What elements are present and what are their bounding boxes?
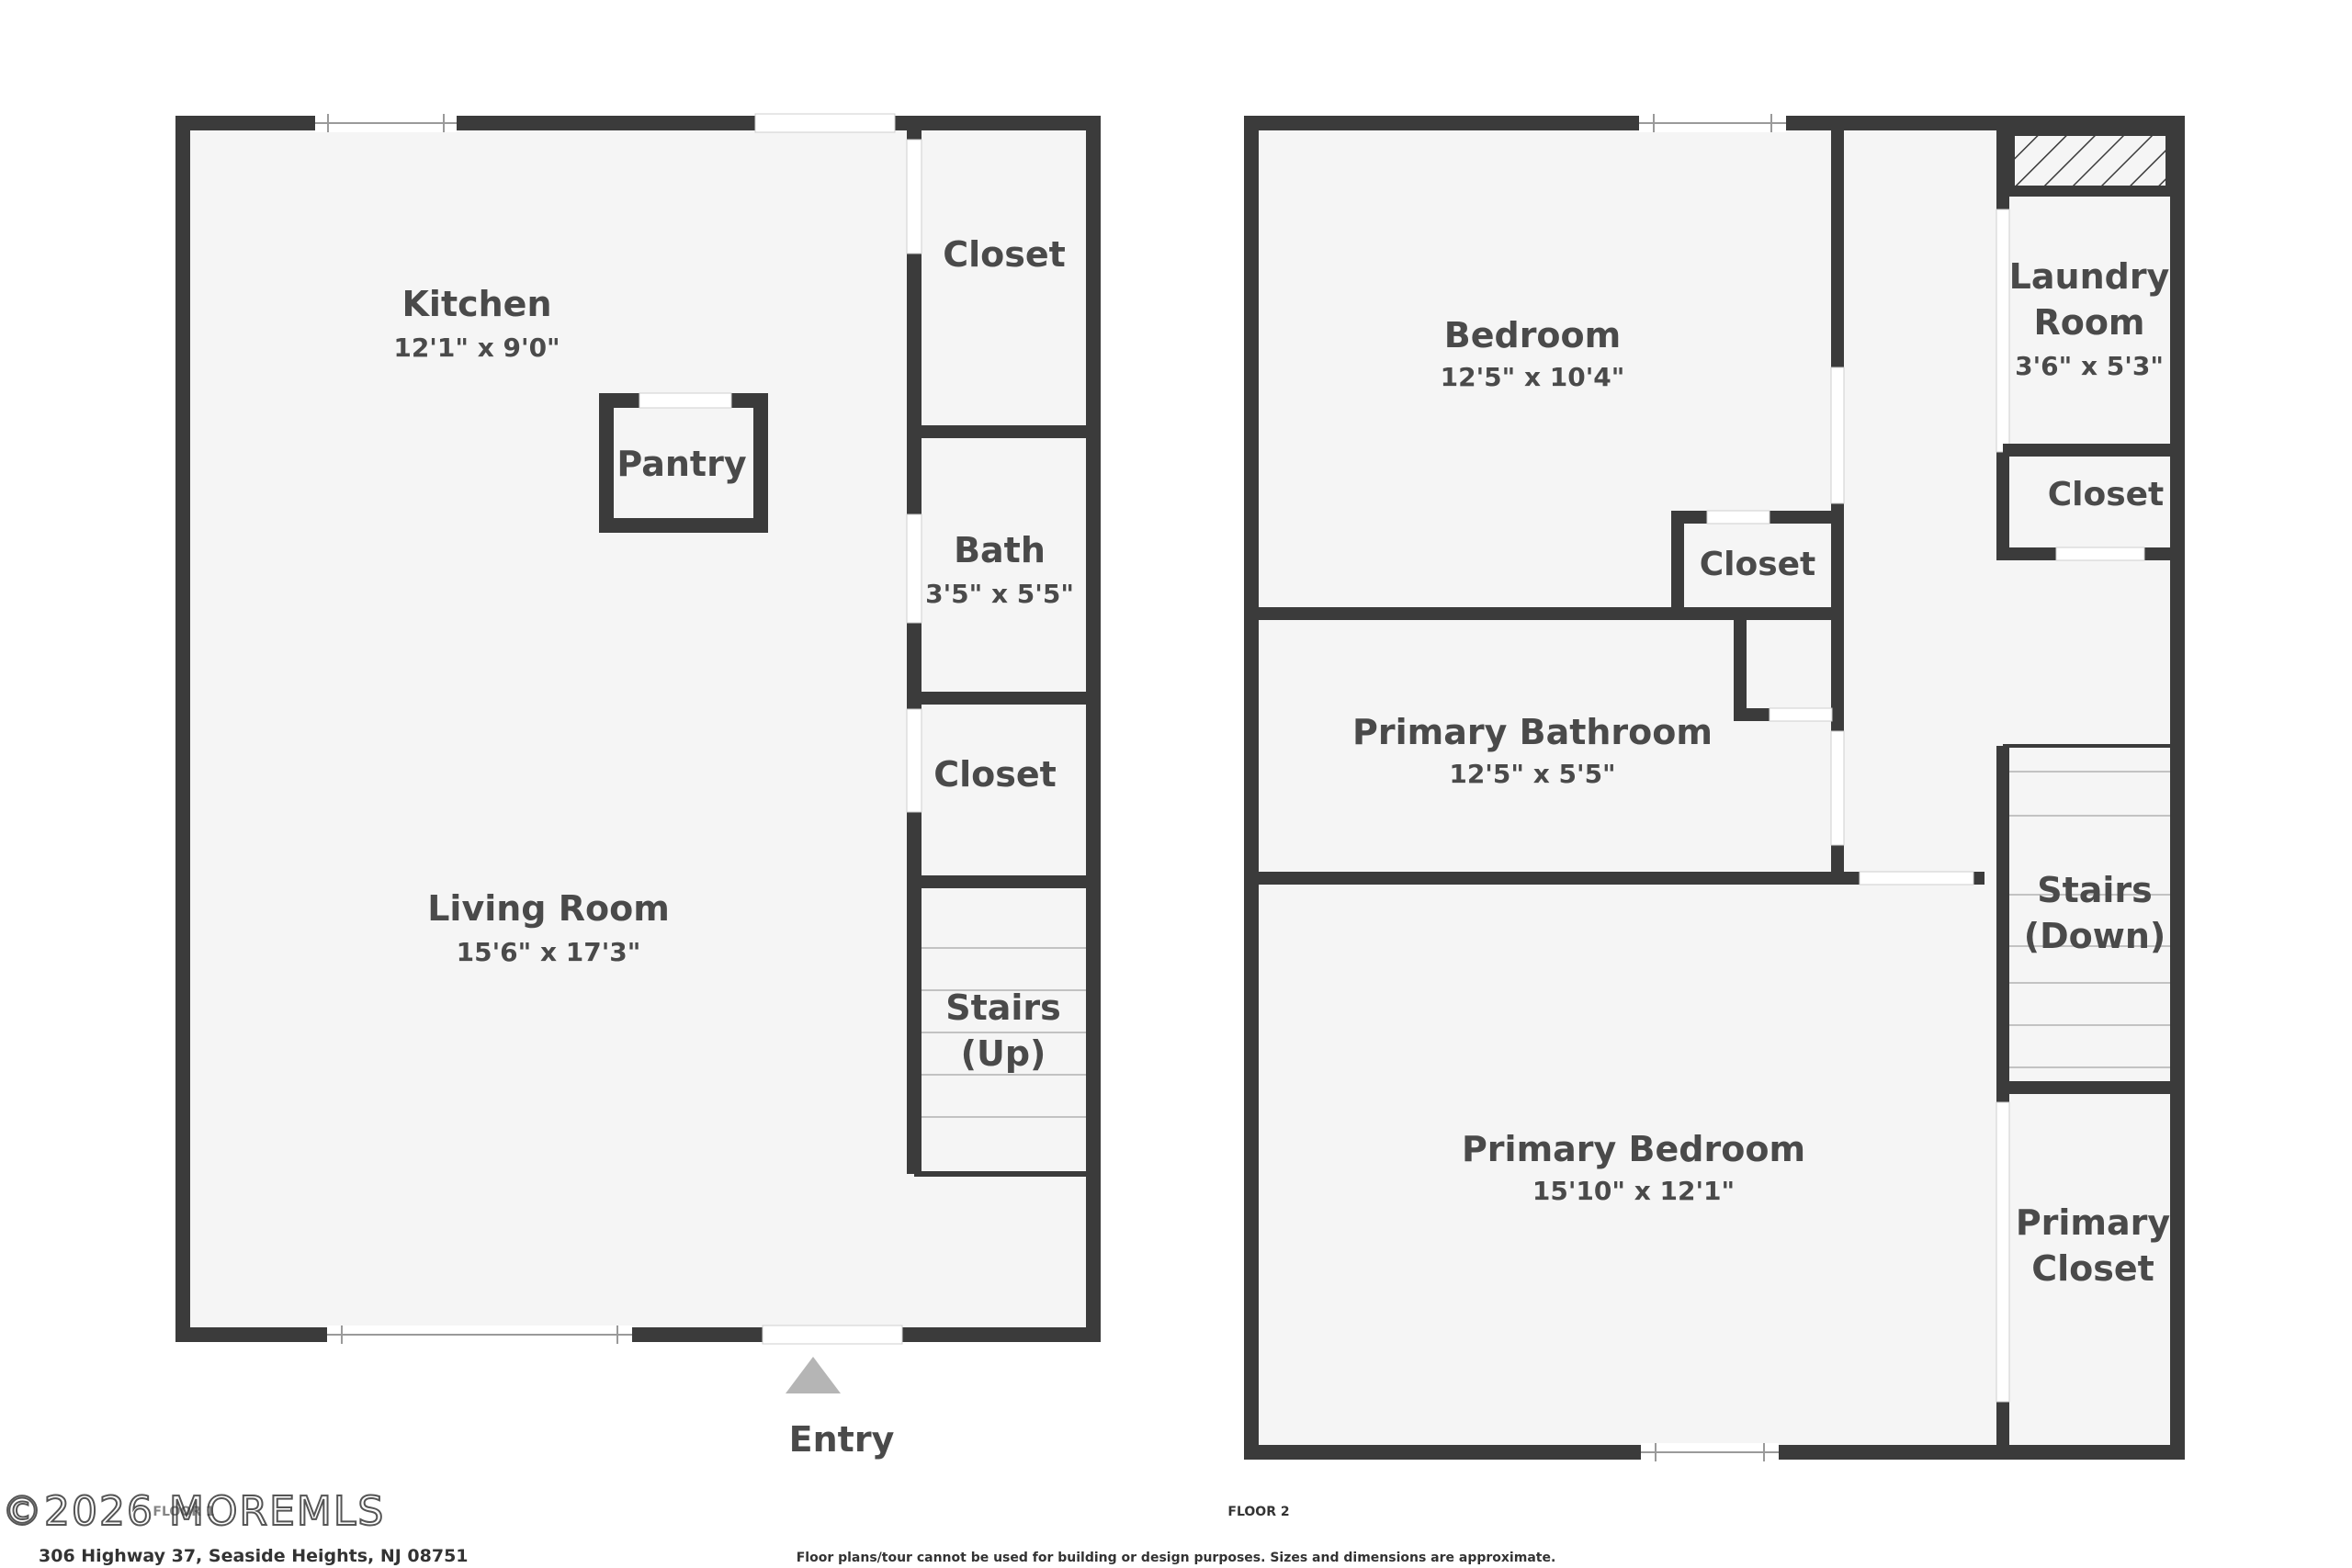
floor1-label: FLOOR 1 (153, 1505, 214, 1519)
bedroom-closet-label: Closet (1700, 546, 1816, 583)
laundry-label-1: Laundry (2009, 256, 2170, 297)
stairs-up (914, 889, 1086, 1177)
kitchen-label: Kitchen (401, 284, 551, 324)
floor-2: Bedroom 12'5" x 10'4" Closet Laundry Roo… (1227, 114, 2185, 1519)
bath-nook (1734, 607, 1844, 722)
closet-mid-label: Closet (933, 754, 1057, 795)
floor1-outer-wall (175, 116, 1101, 1342)
stairs-up-sub: (Up) (961, 1033, 1046, 1074)
bedroom-dim: 12'5" x 10'4" (1441, 362, 1625, 392)
pantry-box (599, 392, 768, 533)
floor2-label: FLOOR 2 (1227, 1505, 1289, 1519)
floor1-top-window (315, 114, 457, 132)
pantry-label: Pantry (616, 444, 746, 484)
bath-label: Bath (954, 530, 1046, 570)
watermark: ©2026 MOREMLS (2, 1488, 385, 1535)
primary-bedroom-dim: 15'10" x 12'1" (1532, 1176, 1735, 1206)
stairs-down-sub: (Down) (2024, 916, 2166, 956)
floor1-bottom-window (327, 1325, 632, 1344)
laundry-label-2: Room (2033, 302, 2144, 343)
hatched-chute (2004, 125, 2177, 197)
bedroom-label: Bedroom (1444, 315, 1622, 355)
living-room-dim: 15'6" x 17'3" (457, 937, 641, 967)
address: 306 Highway 37, Seaside Heights, NJ 0875… (39, 1546, 469, 1566)
primary-bedroom-label: Primary Bedroom (1462, 1129, 1805, 1169)
floor2-bottom-window (1641, 1443, 1779, 1461)
primary-bathroom-dim: 12'5" x 5'5" (1449, 759, 1615, 789)
disclaimer: Floor plans/tour cannot be used for buil… (797, 1551, 1556, 1565)
bedroom-closet-box (1671, 510, 1844, 620)
entry-door (762, 1325, 903, 1345)
kitchen-dim: 12'1" x 9'0" (393, 333, 560, 363)
primary-bathroom-label: Primary Bathroom (1352, 712, 1713, 752)
stairs-down (1996, 744, 2170, 1088)
laundry-dim: 3'6" x 5'3" (2015, 351, 2164, 381)
entry-arrow-icon (786, 1357, 841, 1393)
stairs-down-label: Stairs (2037, 870, 2153, 910)
stairs-up-label: Stairs (945, 987, 1061, 1028)
entry-label: Entry (789, 1419, 895, 1460)
closet-top-label: Closet (943, 234, 1066, 275)
floor-1: Kitchen 12'1" x 9'0" Pantry Closet Bath … (175, 113, 1101, 1460)
bath-dim: 3'5" x 5'5" (925, 579, 1074, 609)
primary-closet-label-2: Closet (2031, 1248, 2154, 1289)
floor1-top-opening (754, 113, 896, 133)
primary-closet-label-1: Primary (2016, 1202, 2171, 1243)
laundry-closet-label: Closet (2048, 476, 2165, 513)
footer: ©2026 MOREMLS FLOOR 1 306 Highway 37, Se… (1, 1487, 1556, 1566)
living-room-label: Living Room (427, 888, 670, 929)
floor2-top-window (1639, 114, 1786, 132)
